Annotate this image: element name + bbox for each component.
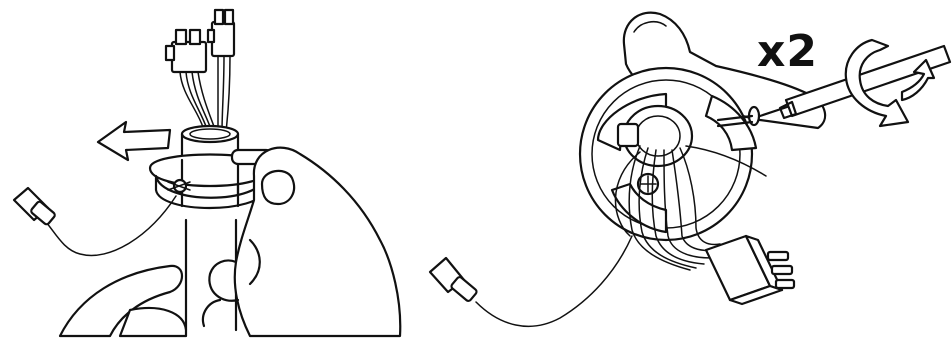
spade-terminal-icon xyxy=(430,236,632,326)
left-step-illustration xyxy=(14,10,400,336)
connector-block-icon xyxy=(706,236,794,304)
arrow-left-icon xyxy=(98,122,170,160)
spade-terminal-icon xyxy=(14,188,176,255)
quantity-label: x2 xyxy=(757,30,818,74)
right-step-illustration xyxy=(430,13,950,327)
